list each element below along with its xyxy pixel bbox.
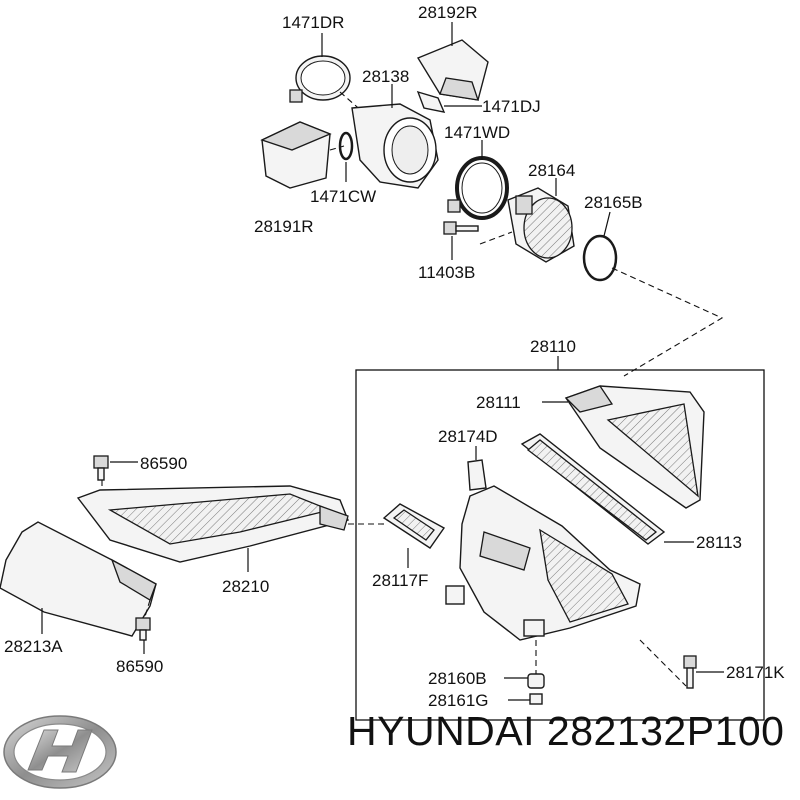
clip-1471dj — [416, 90, 446, 113]
clamp-1471cw — [338, 131, 354, 161]
cover-28111 — [564, 385, 705, 509]
label-1471dr: 1471DR — [282, 13, 344, 32]
assembly-frame-28110 — [355, 369, 765, 721]
clip-86590-bottom — [135, 617, 151, 641]
collar-28161g — [529, 693, 543, 705]
cover-28192r — [416, 39, 489, 101]
footer-part-title: HYUNDAI 282132P100 — [347, 708, 785, 754]
duct-28210 — [76, 485, 349, 563]
resonator-28191r — [260, 121, 332, 189]
label-1471dj: 1471DJ — [482, 97, 541, 116]
label-28171k: 28171K — [726, 663, 785, 682]
clamp-1471wd — [447, 156, 509, 220]
sensor-28164 — [507, 187, 575, 263]
label-28160b: 28160B — [428, 669, 487, 688]
label-28161g: 28161G — [428, 691, 489, 710]
bracket-28117f — [382, 503, 446, 549]
leader-28165b — [603, 211, 611, 237]
label-86590-bottom: 86590 — [116, 657, 163, 676]
label-28213a: 28213A — [4, 637, 63, 656]
label-28164: 28164 — [528, 161, 575, 180]
label-28174d: 28174D — [438, 427, 498, 446]
label-28138: 28138 — [362, 67, 409, 86]
label-1471wd: 1471WD — [444, 123, 510, 142]
label-28192r: 28192R — [418, 3, 478, 22]
oring-28165b — [582, 234, 618, 282]
label-28165b: 28165B — [584, 193, 643, 212]
label-28111: 28111 — [476, 393, 521, 412]
label-86590-top: 86590 — [140, 454, 187, 473]
label-11403b: 11403B — [418, 263, 475, 282]
label-28110: 28110 — [530, 337, 576, 356]
filter-28113 — [520, 433, 666, 545]
hyundai-logo — [3, 715, 117, 789]
label-1471cw: 1471CW — [310, 187, 376, 206]
label-28117f: 28117F — [372, 571, 428, 590]
label-28191r: 28191R — [254, 217, 314, 236]
guide-28213a — [0, 521, 157, 637]
dash-route-main — [611, 267, 724, 377]
lower-housing — [445, 485, 641, 641]
dash-28213a — [143, 599, 151, 621]
clip-86590-top — [93, 455, 109, 481]
dash-28191r — [329, 145, 345, 151]
label-28113: 28113 — [696, 533, 742, 552]
label-28210: 28210 — [222, 577, 269, 596]
clamp-1471dr — [289, 55, 351, 103]
clip-28174d — [467, 459, 487, 491]
dash-11403b — [479, 231, 513, 245]
bolt-28171k — [683, 655, 697, 689]
bolt-11403b — [443, 221, 479, 235]
dash-28171k — [639, 639, 687, 687]
grommet-28160b — [527, 673, 545, 689]
pipe-28138 — [351, 103, 439, 189]
